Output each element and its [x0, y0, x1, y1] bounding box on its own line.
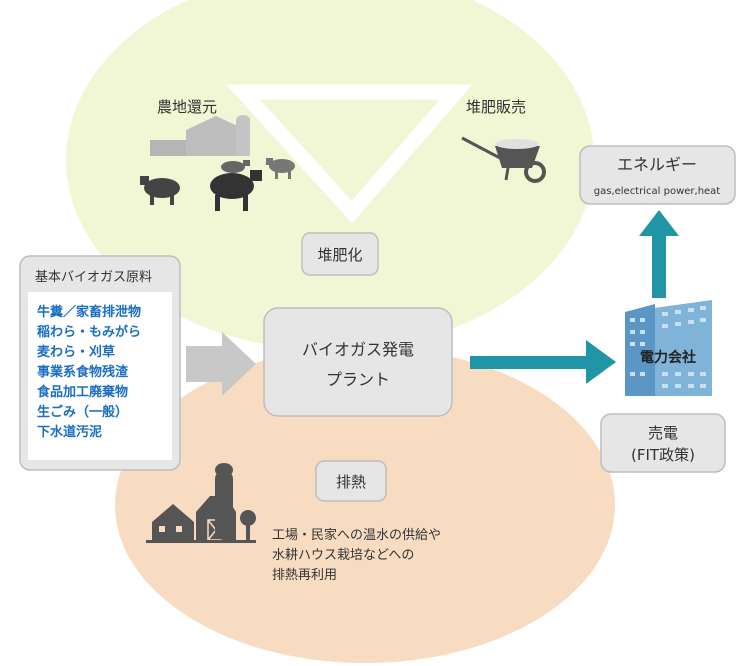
material-item: 麦わら・刈草 [37, 344, 115, 360]
power-sale-box [600, 413, 726, 473]
energy-label: エネルギー [617, 155, 697, 174]
wheelbarrow-icon [461, 136, 546, 183]
farm-cattle-icon [140, 115, 295, 211]
biogas-plant-box [263, 307, 453, 417]
waste-heat-label: 排熱 [336, 473, 366, 491]
material-item: 下水道汚泥 [37, 424, 102, 440]
waste-heat-box [315, 460, 387, 502]
materials-title: 基本バイオガス原料 [35, 270, 152, 285]
plant-label-line2: プラント [326, 370, 390, 389]
farmland-return-label: 農地還元 [157, 98, 217, 116]
material-item: 稲わら・もみがら [37, 324, 141, 340]
material-item: 生ごみ（一般） [37, 404, 128, 420]
composting-box [301, 232, 379, 276]
peach-ellipse [115, 347, 615, 663]
up-arrow-to-energy [639, 210, 679, 298]
compost-cycle-triangle [226, 84, 473, 224]
heat-reuse-line1: 工場・民家への温水の供給や [272, 527, 441, 543]
energy-box [579, 145, 736, 205]
power-company-label: 電力会社 [640, 349, 696, 366]
composting-label: 堆肥化 [317, 246, 362, 264]
power-company-building-icon [625, 300, 712, 396]
sale-label-line1: 売電 [648, 424, 678, 442]
farmhouse-barn-icon [146, 463, 256, 543]
material-item: 食品加工廃棄物 [37, 384, 128, 400]
sale-label-line2: (FIT政策) [631, 446, 695, 464]
heat-reuse-line2: 水耕ハウス栽培などへの [272, 547, 414, 563]
plant-to-power-arrow [470, 340, 616, 384]
materials-to-plant-arrow [186, 332, 256, 396]
compost-sale-label: 堆肥販売 [466, 98, 526, 116]
material-item: 牛糞／家畜排泄物 [37, 304, 141, 320]
heat-reuse-line3: 排熱再利用 [272, 568, 337, 583]
energy-sub-label: gas,electrical power,heat [594, 186, 721, 197]
material-item: 事業系食物残渣 [37, 364, 129, 380]
plant-label-line1: バイオガス発電 [302, 340, 414, 359]
materials-list-box [28, 292, 172, 460]
